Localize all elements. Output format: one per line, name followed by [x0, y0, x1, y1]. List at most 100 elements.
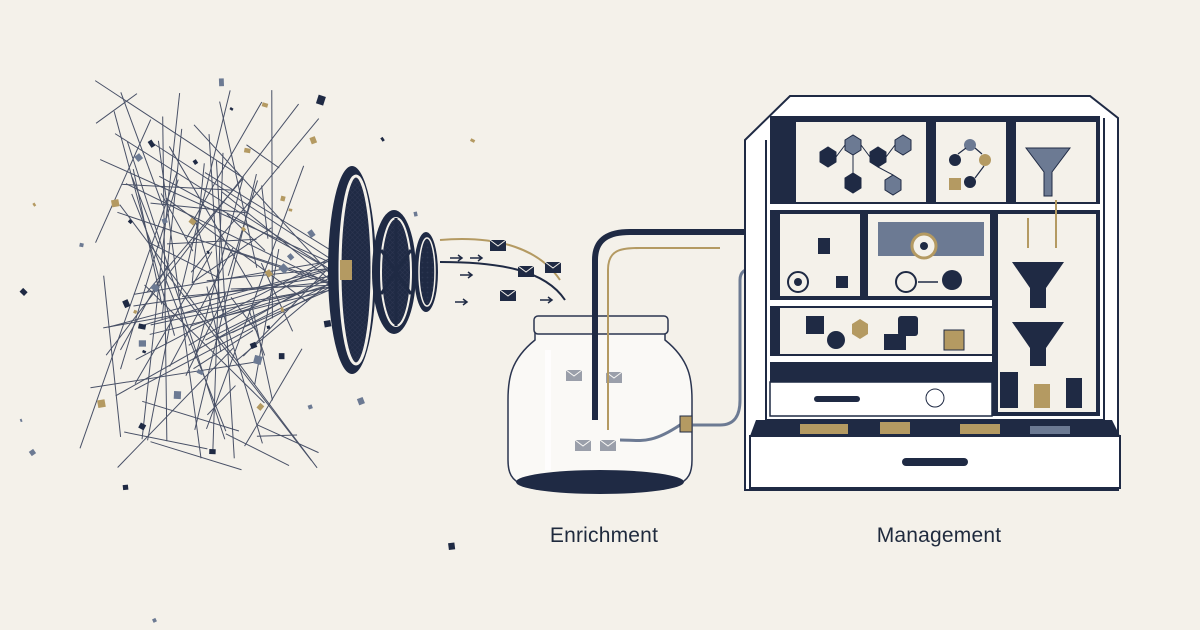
- data-fragment: [218, 78, 225, 87]
- chaos-line: [90, 360, 261, 389]
- data-fragment: [19, 418, 23, 423]
- chaos-line: [120, 263, 170, 351]
- data-fragment: [240, 226, 247, 232]
- chaos-line: [95, 119, 152, 243]
- chaos-line: [131, 177, 160, 247]
- data-fragment: [32, 202, 37, 207]
- chaos-line: [117, 347, 234, 468]
- chaos-line: [162, 116, 168, 442]
- chaos-line: [79, 169, 179, 449]
- envelope-icon: [499, 289, 517, 301]
- hexagon-network-icon: [819, 134, 912, 196]
- data-fragment: [252, 354, 263, 366]
- chaos-line: [190, 118, 320, 273]
- data-fragment: [309, 136, 318, 145]
- enrichment-label: Enrichment: [549, 524, 659, 547]
- converging-line: [149, 287, 339, 335]
- chaos-line: [142, 400, 240, 432]
- arrow-icon: [455, 298, 469, 306]
- data-fragment: [192, 159, 199, 165]
- converging-line: [133, 259, 339, 295]
- arrow-icon: [470, 254, 484, 262]
- scattered-data-fragments: [19, 78, 476, 623]
- converging-line: [115, 269, 339, 397]
- chaos-line: [244, 348, 303, 447]
- arrow-icon: [460, 271, 474, 279]
- data-fragment: [206, 250, 210, 255]
- envelope-icon: [517, 265, 535, 277]
- converging-line: [159, 175, 339, 275]
- chaos-line: [256, 424, 319, 454]
- data-fragment: [249, 341, 258, 350]
- data-fragment: [278, 263, 290, 274]
- data-fragment: [19, 287, 28, 296]
- chaos-line: [122, 183, 233, 191]
- data-fragment: [196, 369, 204, 376]
- chaos-line: [193, 330, 254, 370]
- chaos-line: [207, 385, 236, 416]
- converging-line: [218, 281, 339, 319]
- data-fragment: [150, 283, 160, 293]
- data-fragment: [413, 211, 418, 217]
- data-fragment: [469, 138, 476, 143]
- chaos-line: [212, 152, 224, 450]
- data-fragment: [97, 399, 106, 408]
- chaos-line: [124, 431, 208, 450]
- converging-line: [117, 211, 339, 288]
- data-fragment: [79, 242, 84, 248]
- data-fragment: [127, 219, 133, 225]
- chaos-line: [103, 275, 122, 437]
- converging-line: [218, 285, 339, 339]
- data-fragment: [152, 617, 157, 623]
- chaos-line: [95, 93, 138, 124]
- data-fragment: [307, 404, 313, 410]
- data-fragment: [278, 353, 285, 360]
- chaos-line: [271, 90, 273, 319]
- chaos-line: [246, 144, 280, 169]
- data-fragment: [134, 153, 144, 163]
- chaos-line: [256, 434, 298, 437]
- data-fragment: [147, 139, 156, 148]
- chaos-line: [179, 90, 231, 296]
- data-fragment: [142, 349, 147, 354]
- chaos-line: [167, 274, 312, 461]
- chaos-line: [215, 161, 235, 459]
- cycle-diagram-icon: [949, 139, 991, 190]
- chaos-line: [226, 213, 266, 252]
- data-fragment: [138, 340, 146, 347]
- converging-line: [107, 265, 339, 328]
- data-fragment: [122, 299, 131, 309]
- converging-line: [99, 159, 339, 267]
- data-fragment: [133, 309, 138, 314]
- data-fragment: [256, 402, 265, 411]
- chaotic-lines-icon: [79, 80, 339, 471]
- glass-jar-icon: [507, 315, 693, 494]
- management-label: Management: [876, 524, 1002, 547]
- converging-line: [182, 280, 339, 297]
- data-fragment: [243, 147, 251, 154]
- converging-line: [140, 266, 339, 327]
- chaos-line: [120, 179, 179, 370]
- chaos-line: [168, 146, 253, 289]
- chaos-line: [141, 93, 181, 440]
- data-fragment: [261, 102, 269, 108]
- chaos-line: [105, 103, 300, 356]
- converging-line: [221, 191, 339, 287]
- arrow-icon: [540, 296, 554, 304]
- chaos-line: [150, 441, 242, 471]
- envelope-icon: [544, 261, 562, 273]
- data-fragment: [315, 94, 326, 106]
- data-fragment: [288, 208, 293, 212]
- data-fragment: [138, 323, 147, 330]
- chaos-line: [191, 163, 205, 284]
- converging-line: [188, 254, 339, 346]
- chaos-line: [113, 111, 176, 336]
- data-fragment: [448, 542, 456, 551]
- converging-line: [125, 183, 339, 289]
- data-fragment: [323, 319, 332, 328]
- chaos-line: [192, 227, 272, 284]
- chaos-line: [190, 303, 258, 327]
- data-fragment: [264, 269, 273, 278]
- cabinet-icon: [744, 95, 1121, 491]
- chaos-line: [208, 134, 220, 302]
